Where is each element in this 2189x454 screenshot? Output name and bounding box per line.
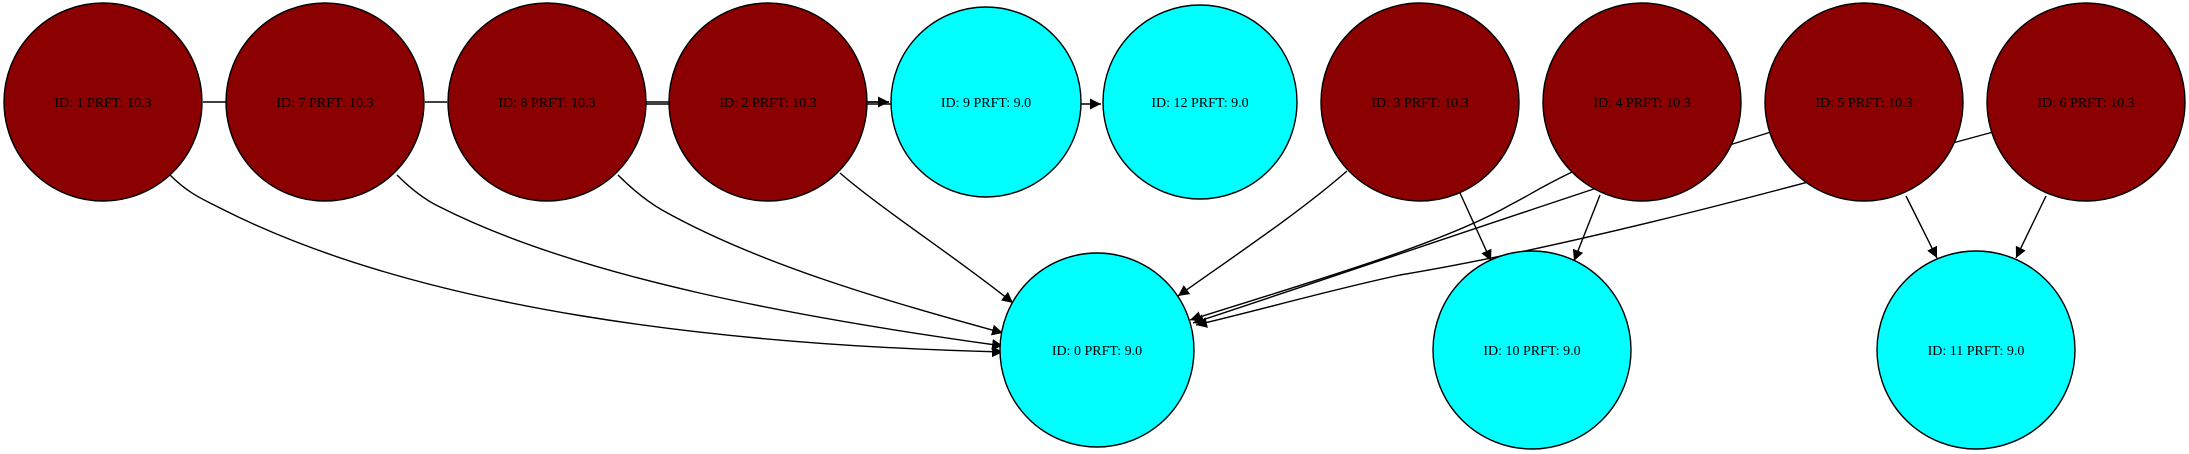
node-1-label: ID: 1 PRFT: 10.3 bbox=[54, 96, 151, 111]
node-3-label: ID: 3 PRFT: 10.3 bbox=[1371, 96, 1468, 111]
node-layer: ID: 1 PRFT: 10.3 ID: 7 PRFT: 10.3 ID: 8 … bbox=[3, 2, 2186, 450]
node-11[interactable]: ID: 11 PRFT: 9.0 bbox=[1876, 250, 2076, 450]
node-6-label: ID: 6 PRFT: 10.3 bbox=[2037, 96, 2134, 111]
node-9[interactable]: ID: 9 PRFT: 9.0 bbox=[890, 6, 1082, 198]
node-10[interactable]: ID: 10 PRFT: 9.0 bbox=[1432, 250, 1632, 450]
node-2-label: ID: 2 PRFT: 10.3 bbox=[719, 96, 816, 111]
node-11-label: ID: 11 PRFT: 9.0 bbox=[1928, 344, 2025, 359]
edge-6-to-11 bbox=[2015, 195, 2047, 259]
node-5-label: ID: 5 PRFT: 10.3 bbox=[1815, 96, 1912, 111]
node-7[interactable]: ID: 7 PRFT: 10.3 bbox=[225, 2, 425, 202]
node-12-label: ID: 12 PRFT: 9.0 bbox=[1151, 96, 1248, 111]
node-0[interactable]: ID: 0 PRFT: 9.0 bbox=[999, 252, 1195, 448]
node-0-label: ID: 0 PRFT: 9.0 bbox=[1052, 344, 1142, 359]
node-8-label: ID: 8 PRFT: 10.3 bbox=[498, 96, 595, 111]
node-12[interactable]: ID: 12 PRFT: 9.0 bbox=[1102, 4, 1298, 200]
edge-7-to-0 bbox=[396, 174, 1004, 350]
edge-4-to-10 bbox=[1572, 194, 1601, 262]
node-1[interactable]: ID: 1 PRFT: 10.3 bbox=[3, 2, 203, 202]
node-5[interactable]: ID: 5 PRFT: 10.3 bbox=[1764, 2, 1964, 202]
node-4-label: ID: 4 PRFT: 10.3 bbox=[1593, 96, 1690, 111]
node-8[interactable]: ID: 8 PRFT: 10.3 bbox=[447, 2, 647, 202]
edge-8-to-0 bbox=[617, 174, 1004, 336]
node-9-label: ID: 9 PRFT: 9.0 bbox=[941, 96, 1031, 111]
node-7-label: ID: 7 PRFT: 10.3 bbox=[276, 96, 373, 111]
node-6[interactable]: ID: 6 PRFT: 10.3 bbox=[1986, 2, 2186, 202]
edge-1-to-0 bbox=[169, 174, 1004, 358]
node-10-label: ID: 10 PRFT: 9.0 bbox=[1483, 344, 1580, 359]
edge-3-to-0 bbox=[1177, 170, 1348, 297]
node-2[interactable]: ID: 2 PRFT: 10.3 bbox=[668, 2, 868, 202]
node-4[interactable]: ID: 4 PRFT: 10.3 bbox=[1542, 2, 1742, 202]
edge-3-to-10 bbox=[1459, 192, 1492, 262]
edge-2-to-0 bbox=[839, 172, 1014, 304]
node-3[interactable]: ID: 3 PRFT: 10.3 bbox=[1320, 2, 1520, 202]
edge-5-to-11 bbox=[1905, 195, 1938, 259]
edge-4-to-0 bbox=[1189, 171, 1573, 322]
